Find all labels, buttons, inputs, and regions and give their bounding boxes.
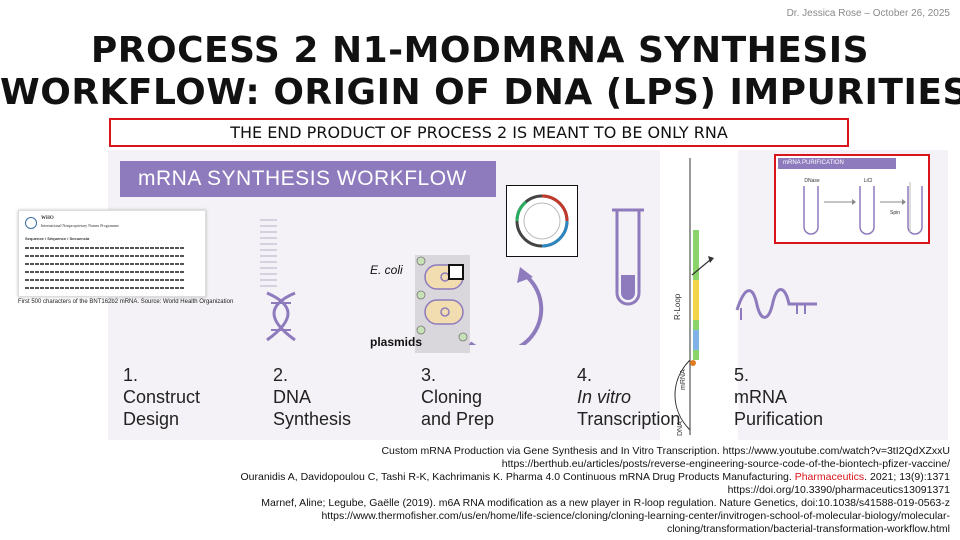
step-3-line-2: and Prep [421, 409, 495, 429]
cloning-arc-icon [468, 267, 544, 345]
plasmids-label: plasmids [370, 335, 423, 349]
mrna-strand-icon [735, 288, 817, 320]
step-1-number: 1. [123, 365, 139, 385]
rloop-label: R-Loop [673, 293, 682, 320]
who-header: WHO [41, 216, 54, 221]
step-4-line-2: Transcription [577, 409, 681, 429]
sequence-lines [25, 247, 185, 289]
step-2-line-2: Synthesis [273, 409, 352, 429]
reference-3-authors: Ouranidis A, Davidopoulou C, Tashi R-K, … [240, 471, 795, 483]
reference-1: Custom mRNA Production via Gene Synthesi… [381, 445, 950, 457]
step-3-number: 3. [421, 365, 437, 385]
plasmid-map-icon [506, 185, 578, 257]
reference-5-url-part-1: https://www.thermofisher.com/us/en/home/… [321, 510, 950, 522]
author-date: Dr. Jessica Rose – October 26, 2025 [786, 8, 950, 19]
dna-synthesis-icon [260, 219, 296, 342]
reference-3-journal: Pharmaceutics [794, 471, 865, 483]
subtitle-callout: THE END PRODUCT OF PROCESS 2 IS MEANT TO… [109, 118, 849, 147]
who-sequence-document: WHO International Nonproprietary Names P… [18, 210, 206, 297]
purification-tubes-icon: DNase LiCl Spin [803, 178, 923, 235]
who-section-title: Sequence / Séquence / Secuencia [25, 236, 90, 241]
reference-2-url: https://berthub.eu/articles/posts/revers… [501, 458, 950, 470]
who-logo-icon [25, 217, 37, 229]
plasmid-zoom-box [448, 264, 464, 280]
dna-label: DNA [677, 421, 684, 436]
purification-step-licl: LiCl [864, 178, 873, 184]
r-loop-diagram: R-Loop mRNA DNA [660, 150, 738, 442]
workflow-banner: mRNA SYNTHESIS WORKFLOW [120, 161, 496, 197]
reference-3: Ouranidis A, Davidopoulou C, Tashi R-K, … [240, 471, 950, 484]
mrna-label: mRNA [680, 369, 687, 390]
reference-3-details: . 2021; 13(9):1371 [864, 471, 950, 483]
ecoli-plasmid-icon [415, 255, 470, 353]
who-caption: First 500 characters of the BNT162b2 mRN… [18, 299, 234, 305]
step-4-number: 4. [577, 365, 593, 385]
purification-header: mRNA PURIFICATION [778, 158, 896, 169]
purification-step-spin: Spin [890, 210, 900, 216]
who-subheader: International Nonproprietary Names Progr… [41, 223, 119, 228]
step-1-line-2: Design [123, 409, 180, 429]
step-5-number: 5. [734, 365, 750, 385]
reference-3-doi: https://doi.org/10.3390/pharmaceutics130… [727, 484, 950, 496]
reference-5-url-part-2: cloning/transformation/bacterial-transfo… [666, 523, 950, 535]
slide-title-line-1: PROCESS 2 N1-MODMRNA SYNTHESIS [90, 30, 870, 71]
step-5-line-1: mRNA [734, 387, 787, 407]
ecoli-label: E. coli [370, 263, 403, 277]
step-1-line-1: Construct [123, 387, 201, 407]
step-2-number: 2. [273, 365, 289, 385]
step-2-line-1: DNA [273, 387, 312, 407]
step-5-line-2: Purification [734, 409, 824, 429]
reference-4: Marnef, Aline; Legube, Gaëlle (2019). m6… [261, 497, 950, 509]
purification-step-dnase: DNase [804, 178, 820, 184]
slide-title-line-2: WORKFLOW: ORIGIN OF DNA (LPS) IMPURITIES [0, 72, 960, 113]
step-4-line-1: In vitro [577, 387, 632, 407]
test-tube-icon [612, 208, 644, 306]
step-3-line-1: Cloning [421, 387, 483, 407]
